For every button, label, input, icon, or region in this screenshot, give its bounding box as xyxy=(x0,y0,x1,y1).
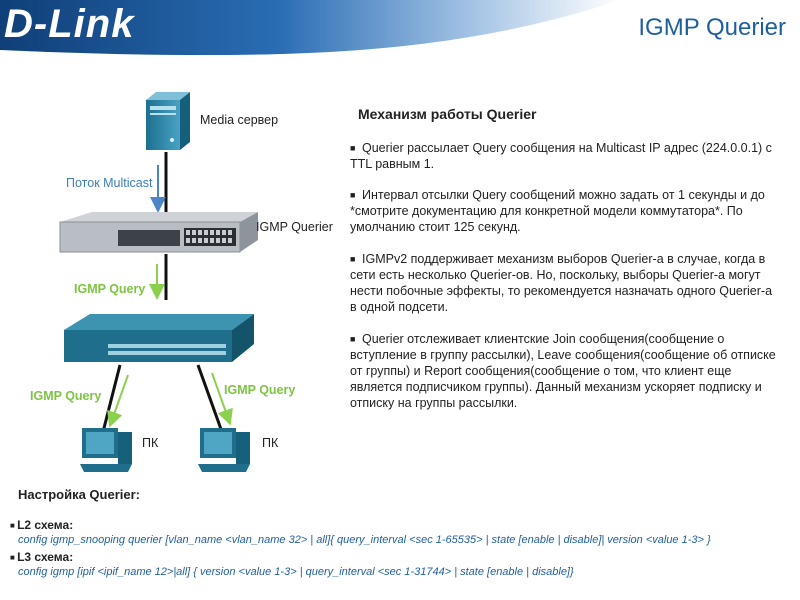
bullet-icon: ■ xyxy=(350,190,356,200)
bullet-icon: ■ xyxy=(10,553,18,562)
query-label-top: IGMP Query xyxy=(74,282,146,296)
dlink-logo: D-Link xyxy=(4,2,135,46)
mechanism-bullet: ■Querier рассылает Query сообщения на Mu… xyxy=(350,141,772,171)
slide-title: IGMP Querier xyxy=(638,14,786,41)
pc-left-label: ПК xyxy=(142,436,159,450)
pc-right-label: ПК xyxy=(262,436,279,450)
bullet-icon: ■ xyxy=(350,143,356,153)
pc-right-link xyxy=(196,364,224,433)
query-label-right: IGMP Query xyxy=(224,383,296,397)
l2-command: config igmp_snooping querier [vlan_name … xyxy=(18,534,711,546)
pc-right-icon xyxy=(198,428,250,472)
mechanism-title: Механизм работы Querier xyxy=(358,106,537,122)
bullet-icon: ■ xyxy=(350,334,356,344)
querier-label: IGMP Querier xyxy=(256,220,333,234)
access-switch-icon xyxy=(64,314,254,362)
mechanism-bullet: ■Querier отслеживает клиентские Join соо… xyxy=(350,332,776,410)
config-title: Настройка Querier: xyxy=(18,487,141,502)
pc-left-link xyxy=(101,364,122,433)
l3-command: config igmp [ipif <ipif_name 12>|all] { … xyxy=(18,566,574,578)
bullet-icon: ■ xyxy=(350,254,356,264)
pc-left-icon xyxy=(80,428,132,472)
l2-heading: ■ L2 схема: xyxy=(10,518,74,532)
query-arrow-left xyxy=(107,374,129,428)
media-server-label: Media сервер xyxy=(200,113,279,127)
querier-switch-icon xyxy=(59,212,258,253)
query-arrow-right xyxy=(211,372,233,426)
bullet-icon: ■ xyxy=(10,521,18,530)
multicast-flow-label: Поток Multicast xyxy=(66,176,153,190)
media-server-icon xyxy=(146,92,190,150)
l3-heading: ■ L3 схема: xyxy=(10,550,74,564)
mechanism-bullet: ■IGMPv2 поддерживает механизм выборов Qu… xyxy=(350,252,773,314)
header-banner xyxy=(0,0,620,56)
mechanism-bullet: ■Интервал отсылки Query сообщений можно … xyxy=(350,188,765,234)
query-label-left: IGMP Query xyxy=(30,389,102,403)
